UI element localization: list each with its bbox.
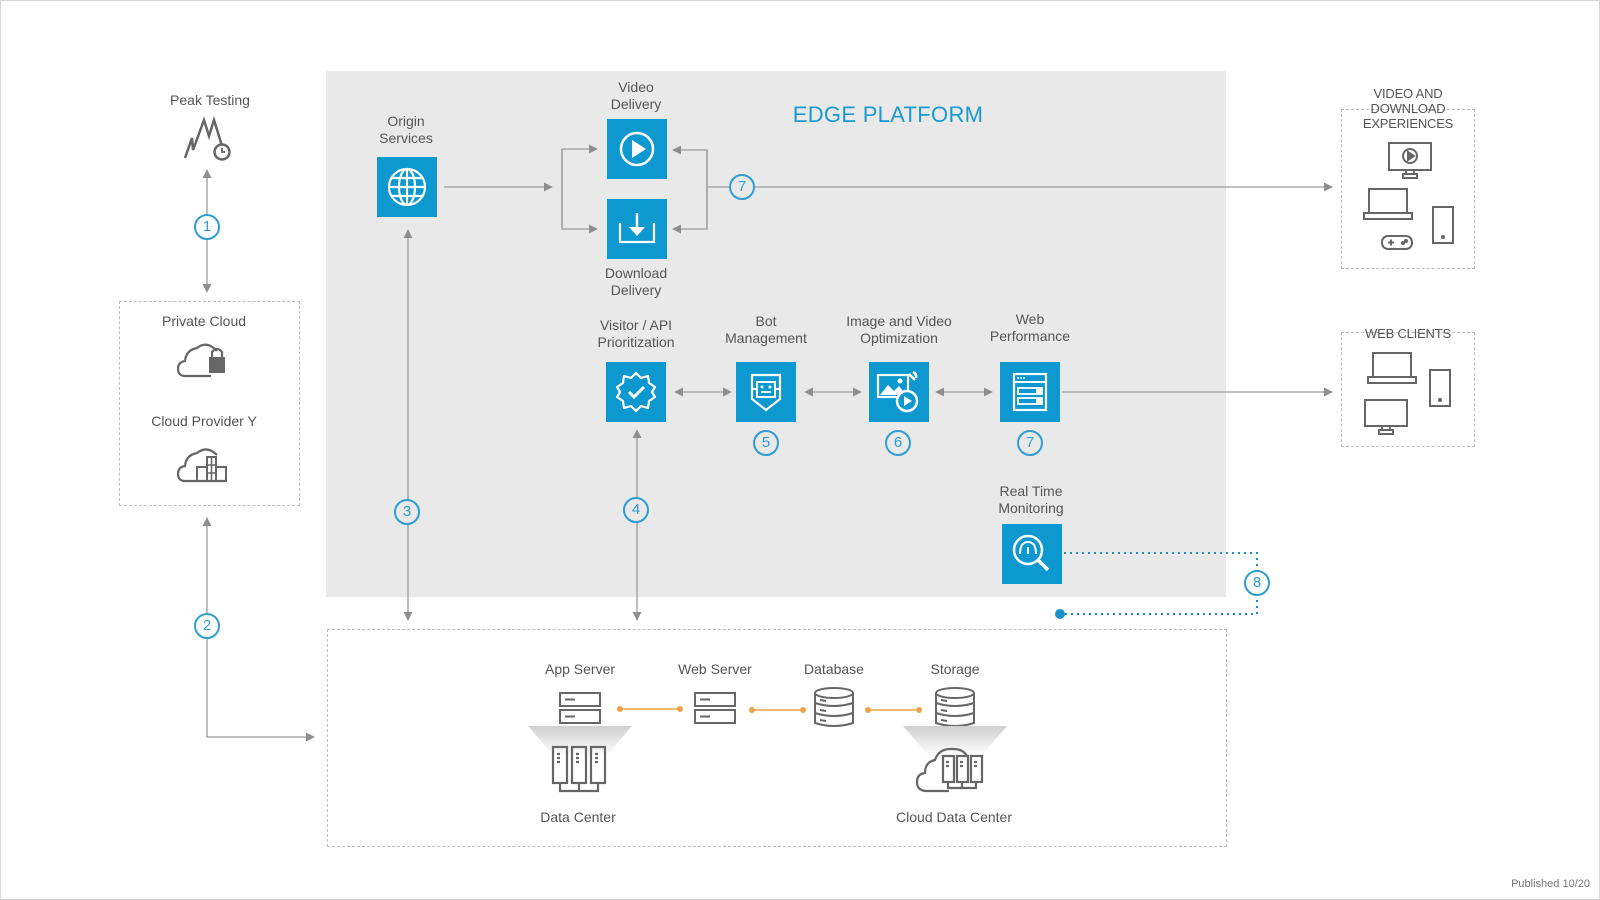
step-4-badge: 4 bbox=[623, 497, 649, 523]
edge-split-download bbox=[561, 149, 598, 234]
monitoring-endpoint-dot bbox=[1055, 609, 1065, 619]
web-client-devices-icon bbox=[1364, 352, 1451, 435]
globe-icon bbox=[387, 167, 427, 207]
real-time-monitoring-tile[interactable] bbox=[1002, 524, 1062, 584]
edge-platform-panel bbox=[326, 71, 1226, 597]
tv-monitor-icon bbox=[1388, 142, 1432, 171]
web-performance-tile[interactable] bbox=[1000, 362, 1060, 422]
data-center-icon bbox=[551, 745, 607, 793]
edge-split-video bbox=[561, 144, 598, 227]
step-7-web-badge: 7 bbox=[1017, 430, 1043, 456]
gear-check-icon bbox=[615, 371, 657, 413]
bot-shield-icon bbox=[750, 373, 782, 412]
web-clients-box bbox=[1341, 332, 1475, 447]
visitor-api-label: Visitor / API Prioritization bbox=[597, 317, 675, 350]
edge-bracket-download bbox=[672, 150, 708, 234]
step-6-badge: 6 bbox=[885, 430, 911, 456]
gamepad-icon bbox=[1381, 235, 1413, 250]
step-8-badge: 8 bbox=[1244, 570, 1270, 596]
video-download-experiences-label: VIDEO AND DOWNLOAD EXPERIENCES bbox=[1362, 86, 1454, 131]
image-video-icon bbox=[876, 370, 919, 413]
desktop-monitor-icon bbox=[1364, 399, 1408, 427]
web-server-icon bbox=[694, 692, 736, 724]
image-video-label: Image and Video Optimization bbox=[846, 313, 952, 346]
edge-platform-title: EDGE PLATFORM bbox=[792, 102, 984, 127]
visitor-api-tile[interactable] bbox=[606, 362, 666, 422]
data-center-label: Data Center bbox=[540, 809, 616, 825]
cloud-providers-box bbox=[119, 301, 300, 506]
cloud-data-center-label: Cloud Data Center bbox=[896, 809, 1012, 825]
edge-cloud-infra bbox=[202, 517, 315, 742]
web-page-icon bbox=[1012, 372, 1048, 412]
monitoring-magnifier-icon bbox=[1012, 534, 1050, 572]
web-server-label: Web Server bbox=[678, 661, 752, 677]
edge-bracket-video bbox=[672, 145, 708, 229]
laptop-icon bbox=[1368, 188, 1408, 214]
video-delivery-label: Video Delivery bbox=[610, 79, 662, 112]
real-time-monitoring-label: Real Time Monitoring bbox=[998, 483, 1064, 516]
video-delivery-tile[interactable] bbox=[607, 119, 667, 179]
database-icon bbox=[814, 687, 854, 727]
download-delivery-tile[interactable] bbox=[607, 199, 667, 259]
download-delivery-label: Download Delivery bbox=[604, 265, 668, 298]
cloud-provider-icon bbox=[177, 448, 227, 483]
origin-services-tile[interactable] bbox=[377, 157, 437, 217]
download-icon bbox=[618, 213, 656, 244]
published-date: Published 10/20 bbox=[1511, 878, 1590, 890]
cloud-data-center-icon bbox=[915, 747, 984, 793]
database-label: Database bbox=[804, 661, 864, 677]
bot-management-tile[interactable] bbox=[736, 362, 796, 422]
origin-services-label: Origin Services bbox=[379, 113, 433, 146]
laptop-icon bbox=[1372, 352, 1412, 378]
video-download-experiences-box bbox=[1341, 109, 1475, 269]
cloud-provider-label: Cloud Provider Y bbox=[151, 413, 257, 429]
step-2-badge: 2 bbox=[194, 613, 220, 639]
storage-beam bbox=[903, 726, 1007, 756]
storage-icon bbox=[935, 687, 975, 727]
edge-monitoring-dotted bbox=[1062, 552, 1258, 615]
video-devices-icon bbox=[1363, 142, 1454, 250]
peak-testing-icon bbox=[183, 115, 231, 161]
private-cloud-label: Private Cloud bbox=[161, 313, 247, 329]
step-3-badge: 3 bbox=[394, 499, 420, 525]
web-performance-label: Web Performance bbox=[989, 311, 1071, 344]
step-1-badge: 1 bbox=[194, 214, 220, 240]
private-cloud-icon bbox=[177, 343, 225, 378]
infrastructure-box bbox=[327, 629, 1227, 847]
phone-icon bbox=[1432, 206, 1454, 244]
step-5-badge: 5 bbox=[753, 430, 779, 456]
web-clients-label: WEB CLIENTS bbox=[1365, 326, 1451, 341]
image-video-tile[interactable] bbox=[869, 362, 929, 422]
app-server-label: App Server bbox=[544, 661, 616, 677]
bot-management-label: Bot Management bbox=[725, 313, 807, 346]
storage-label: Storage bbox=[930, 661, 980, 677]
phone-icon bbox=[1429, 369, 1451, 407]
step-7-delivery-badge: 7 bbox=[729, 174, 755, 200]
app-server-icon bbox=[559, 692, 601, 724]
play-icon bbox=[619, 131, 655, 167]
peak-testing-label: Peak Testing bbox=[170, 92, 250, 108]
